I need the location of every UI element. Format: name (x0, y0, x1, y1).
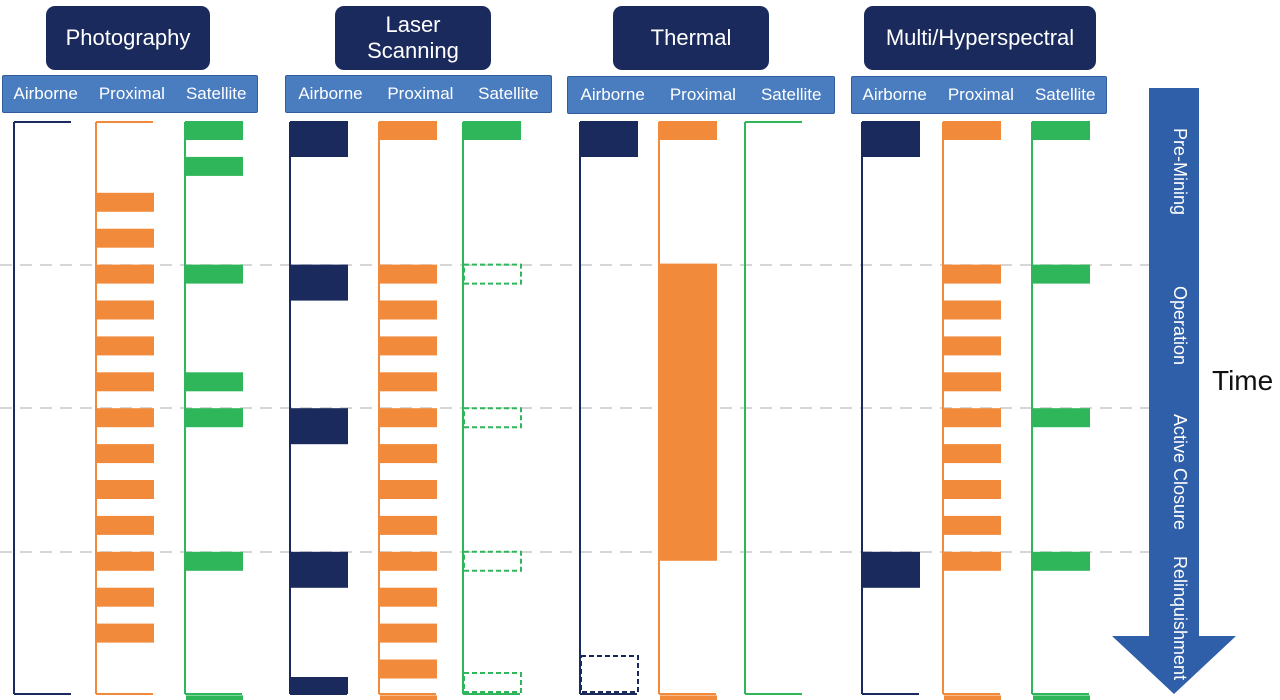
platform-band-photography: Airborne Proximal Satellite (2, 75, 258, 113)
phase-label-relinquishment: Relinquishment (1170, 556, 1190, 681)
acquisition-bar-proximal (944, 300, 1001, 320)
acquisition-bar-satellite (186, 156, 243, 176)
platform-label-airborne: Airborne (298, 84, 363, 103)
acquisition-bar-proximal (380, 587, 437, 607)
header-multi-hyperspectral: Multi/Hyperspectral (864, 6, 1096, 70)
acquisition-bar-proximal (97, 515, 154, 535)
acquisition-bar-proximal (660, 121, 717, 140)
platform-label-satellite: Satellite (1034, 85, 1096, 104)
acquisition-bar-proximal (944, 336, 1001, 356)
platform-band-thermal: Airborne Proximal Satellite (567, 76, 835, 114)
acquisition-bar-satellite (1033, 551, 1090, 571)
platform-label-proximal: Proximal (669, 85, 736, 104)
acquisition-bar-proximal (944, 551, 1001, 571)
time-arrow (1112, 88, 1236, 694)
acquisition-bar-proximal (380, 623, 437, 643)
phase-label-active-closure: Active Closure (1170, 414, 1190, 531)
acquisition-bar-proximal (944, 480, 1001, 499)
time-axis-label: Time (1212, 365, 1274, 396)
acquisition-bar-proximal (380, 515, 437, 535)
acquisition-bar-proximal (944, 515, 1001, 535)
acquisition-bar-airborne (291, 264, 348, 301)
optional-acquisition-satellite (463, 550, 522, 572)
acquisition-bar-proximal (97, 300, 154, 320)
acquisition-bar-proximal (944, 264, 1001, 284)
acquisition-bar-satellite (1033, 695, 1090, 700)
acquisition-bar-proximal (944, 695, 1001, 700)
platform-label-satellite: Satellite (760, 85, 822, 104)
acquisition-bar-proximal (380, 372, 437, 392)
acquisition-bar-proximal (97, 444, 154, 464)
header-photography: Photography (46, 6, 210, 70)
acquisition-bar-satellite (186, 695, 243, 700)
acquisition-bar-airborne (291, 121, 348, 157)
acquisition-bar-proximal (380, 551, 437, 571)
platform-label-satellite: Satellite (478, 84, 539, 103)
acquisition-bar-proximal (380, 121, 437, 140)
acquisition-bar-satellite (186, 408, 243, 428)
platform-label-airborne: Airborne (13, 84, 78, 103)
acquisition-bar-airborne (863, 121, 920, 157)
acquisition-bar-proximal (944, 408, 1001, 428)
platform-label-satellite: Satellite (185, 84, 247, 103)
acquisition-bar-proximal (380, 336, 437, 356)
acquisition-bar-proximal (97, 228, 154, 248)
acquisition-bar-proximal (97, 264, 154, 284)
acquisition-bar-satellite (186, 372, 243, 392)
acquisition-bar-proximal (380, 264, 437, 284)
acquisition-bar-proximal (944, 372, 1001, 392)
acquisition-bar-proximal (97, 372, 154, 392)
optional-acquisition-satellite (463, 263, 522, 285)
acquisition-bar-proximal (660, 695, 717, 700)
acquisition-bar-proximal (380, 695, 437, 700)
acquisition-bar-satellite (1033, 264, 1090, 284)
acquisition-bar-proximal (944, 444, 1001, 464)
acquisition-bar-satellite (186, 121, 243, 140)
acquisition-bar-proximal (380, 480, 437, 499)
acquisition-bar-proximal (97, 587, 154, 607)
platform-label-airborne: Airborne (862, 85, 927, 104)
acquisition-bar-proximal (97, 480, 154, 499)
platform-band-multi-hyperspectral: Airborne Proximal Satellite (851, 76, 1107, 114)
acquisition-bar-airborne (863, 551, 920, 588)
acquisition-bar-satellite (1033, 408, 1090, 428)
platform-band-laser-scanning: Airborne Proximal Satellite (285, 75, 552, 113)
acquisition-bar-proximal (944, 121, 1001, 140)
phase-label-pre-mining: Pre-Mining (1170, 128, 1190, 216)
acquisition-bar-proximal (97, 551, 154, 571)
platform-label-proximal: Proximal (947, 85, 1014, 104)
acquisition-bar-proximal (380, 300, 437, 320)
acquisition-bar-airborne (291, 408, 348, 445)
acquisition-bar-proximal (97, 623, 154, 643)
acquisition-bar-proximal (380, 659, 437, 679)
platform-label-airborne: Airborne (580, 85, 645, 104)
acquisition-bar-airborne (291, 551, 348, 588)
platform-label-proximal: Proximal (387, 84, 454, 103)
header-laser-scanning: Laser Scanning (335, 6, 491, 70)
acquisition-bar-proximal (97, 192, 154, 212)
platform-label-proximal: Proximal (98, 84, 165, 103)
phase-label-operation: Operation (1170, 286, 1190, 366)
acquisition-span-proximal (660, 263, 717, 561)
header-thermal: Thermal (613, 6, 769, 70)
acquisition-bar-proximal (380, 408, 437, 428)
acquisition-bar-proximal (97, 336, 154, 356)
acquisition-bar-satellite (186, 264, 243, 284)
acquisition-bar-satellite (1033, 121, 1090, 140)
acquisition-bar-airborne (291, 677, 348, 694)
optional-acquisition-satellite (463, 407, 522, 429)
optional-acquisition-satellite (463, 672, 522, 693)
optional-acquisition-airborne (580, 655, 639, 693)
acquisition-bar-airborne (581, 121, 638, 157)
acquisition-bar-proximal (97, 408, 154, 428)
acquisition-bar-satellite (186, 551, 243, 571)
acquisition-bar-proximal (380, 444, 437, 464)
acquisition-bar-satellite (464, 121, 521, 140)
